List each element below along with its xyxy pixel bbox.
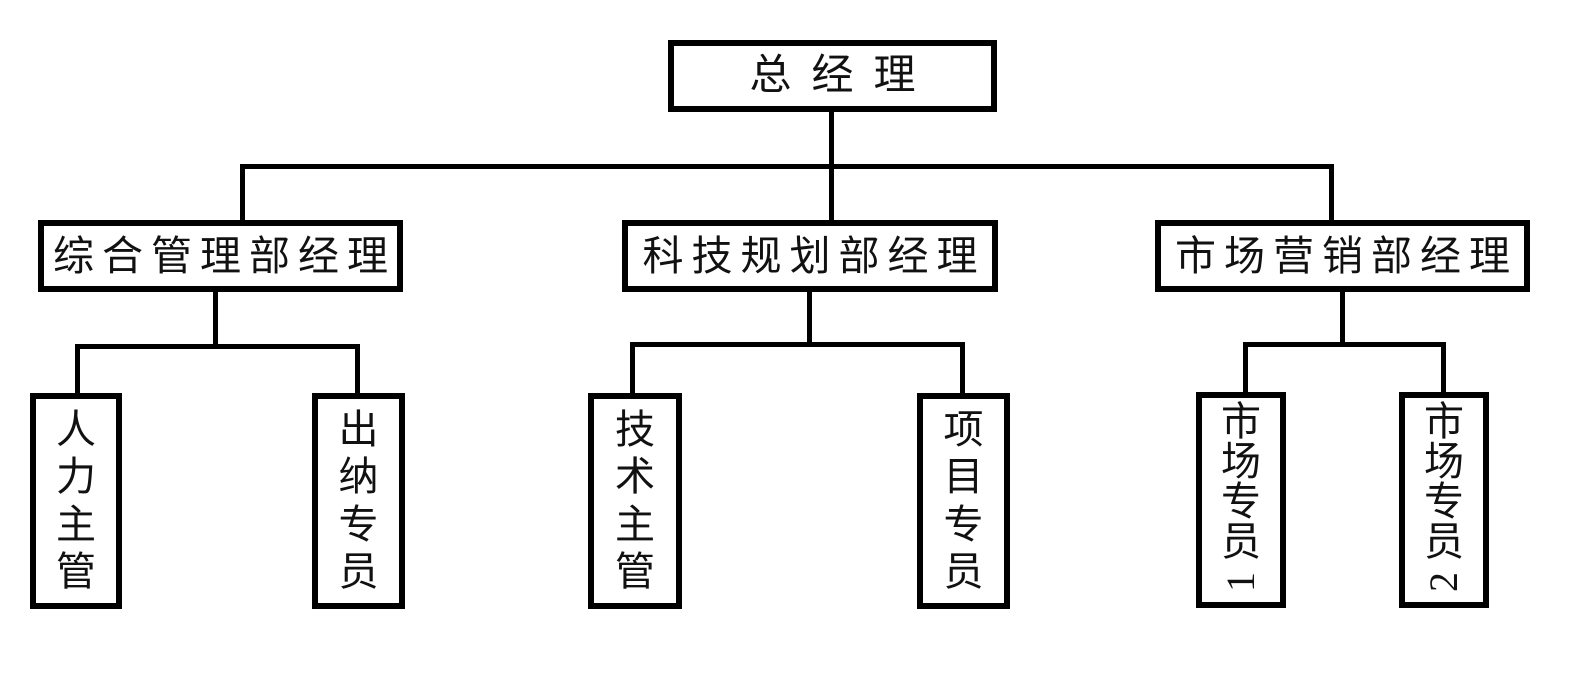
- node-label: 市场营销部经理: [1175, 232, 1518, 279]
- connector-marketing-stem: [1340, 292, 1345, 347]
- node-label: 项目专员: [943, 407, 984, 594]
- node-project-specialist: 项目专员: [917, 393, 1010, 609]
- connector-drop-dept-admin: [240, 164, 245, 222]
- node-hr-supervisor: 人力主管: [30, 393, 122, 609]
- node-label: 出纳专员: [338, 407, 379, 594]
- node-technical-supervisor: 技术主管: [588, 393, 682, 609]
- connector-drop-dept-marketing: [1329, 164, 1334, 223]
- node-label: 技术主管: [615, 407, 655, 594]
- node-general-manager: 总经理: [668, 40, 997, 112]
- node-label: 综合管理部经理: [53, 232, 396, 279]
- node-label: 科技规划部经理: [642, 232, 986, 279]
- node-label: 人力主管: [56, 407, 96, 594]
- connector-tech-stem: [807, 292, 812, 347]
- connector-tech-hbar: [630, 342, 965, 347]
- node-marketing-dept-manager: 市场营销部经理: [1155, 220, 1530, 292]
- connector-drop-hr-supervisor: [75, 344, 80, 393]
- connector-drop-dept-tech: [829, 164, 834, 223]
- connector-drop-cashier: [355, 344, 360, 393]
- connector-drop-marketing-specialist-2: [1441, 342, 1446, 393]
- connector-marketing-hbar: [1243, 342, 1446, 347]
- connector-admin-stem: [213, 292, 218, 348]
- connector-drop-marketing-specialist-1: [1243, 342, 1248, 393]
- node-label: 总经理: [749, 53, 936, 99]
- node-cashier-specialist: 出纳专员: [312, 393, 405, 609]
- connector-root-stem: [829, 110, 834, 169]
- connector-admin-hbar: [75, 344, 360, 349]
- connector-drop-technical-supervisor: [630, 342, 635, 393]
- node-tech-planning-dept-manager: 科技规划部经理: [622, 220, 998, 292]
- connector-level1-hbar: [240, 164, 1334, 169]
- node-general-admin-dept-manager: 综合管理部经理: [38, 220, 403, 292]
- connector-drop-project-specialist: [960, 342, 965, 393]
